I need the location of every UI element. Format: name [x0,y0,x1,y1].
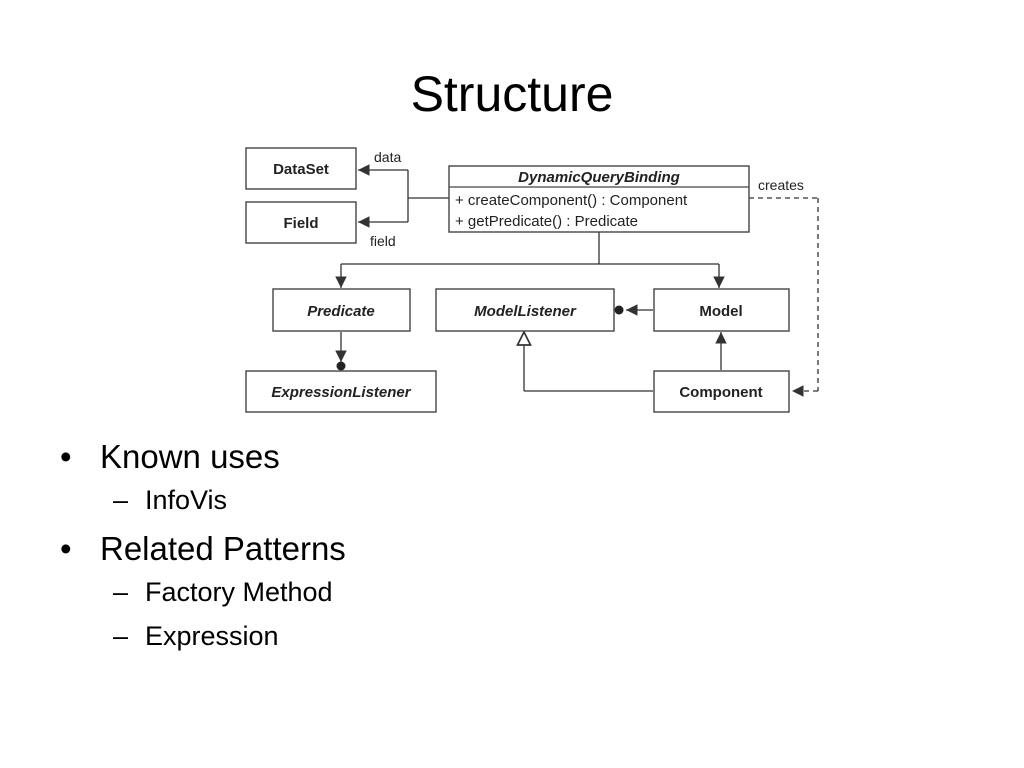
svg-text:DynamicQueryBinding: DynamicQueryBinding [518,169,680,186]
edge-model-to-model-listener [614,304,653,316]
node-model-listener: ModelListener [435,288,615,332]
svg-text:ModelListener: ModelListener [474,303,577,320]
edge-dqb-to-dataset [358,164,449,222]
edge-dqb-to-predicate-and-model [335,232,725,288]
bullet-item: • Known uses [58,436,858,478]
bullet-glyph: • [60,530,72,567]
slide-title: Structure [410,66,614,122]
bullet-text: Related Patterns [100,530,346,567]
bullet-text: Known uses [100,438,280,475]
node-dynamic-query-binding: DynamicQueryBinding + createComponent() … [448,165,750,233]
edge-predicate-to-expression-listener [335,332,347,371]
sub-bullet-item: – Factory Method [58,570,858,614]
dash-glyph: – [113,577,129,607]
svg-text:Component: Component [679,384,762,401]
edge-label-data: data [374,149,401,165]
svg-text:+ getPredicate() : Predicate: + getPredicate() : Predicate [455,213,638,230]
edge-component-realizes-model-listener [524,332,653,392]
dash-glyph: – [113,621,129,651]
sub-bullet-text: Factory Method [145,577,333,607]
bullet-item: • Related Patterns [58,528,858,570]
bullet-list: • Known uses – InfoVis • Related Pattern… [58,436,858,658]
sub-bullet-item: – InfoVis [58,478,858,522]
node-field: Field [245,201,357,244]
svg-text:DataSet: DataSet [273,161,329,178]
bullet-glyph: • [60,438,72,475]
edge-label-creates: creates [758,177,804,193]
node-dataset: DataSet [245,147,357,190]
svg-text:Predicate: Predicate [307,303,375,320]
edge-dqb-creates-component [749,197,819,397]
svg-text:ExpressionListener: ExpressionListener [271,384,411,401]
node-component: Component [653,370,790,413]
dash-glyph: – [113,485,129,515]
svg-text:Model: Model [699,303,742,320]
uml-structure-diagram: data field creates DataSet Field [245,147,819,413]
svg-text:+ createComponent() : Componen: + createComponent() : Component [455,192,688,209]
node-predicate: Predicate [272,288,411,332]
node-model: Model [653,288,790,332]
svg-text:Field: Field [283,215,318,232]
edge-label-field: field [370,233,396,249]
sub-bullet-text: Expression [145,621,279,651]
sub-bullet-item: – Expression [58,614,858,658]
sub-bullet-text: InfoVis [145,485,228,515]
node-expression-listener: ExpressionListener [245,370,437,413]
